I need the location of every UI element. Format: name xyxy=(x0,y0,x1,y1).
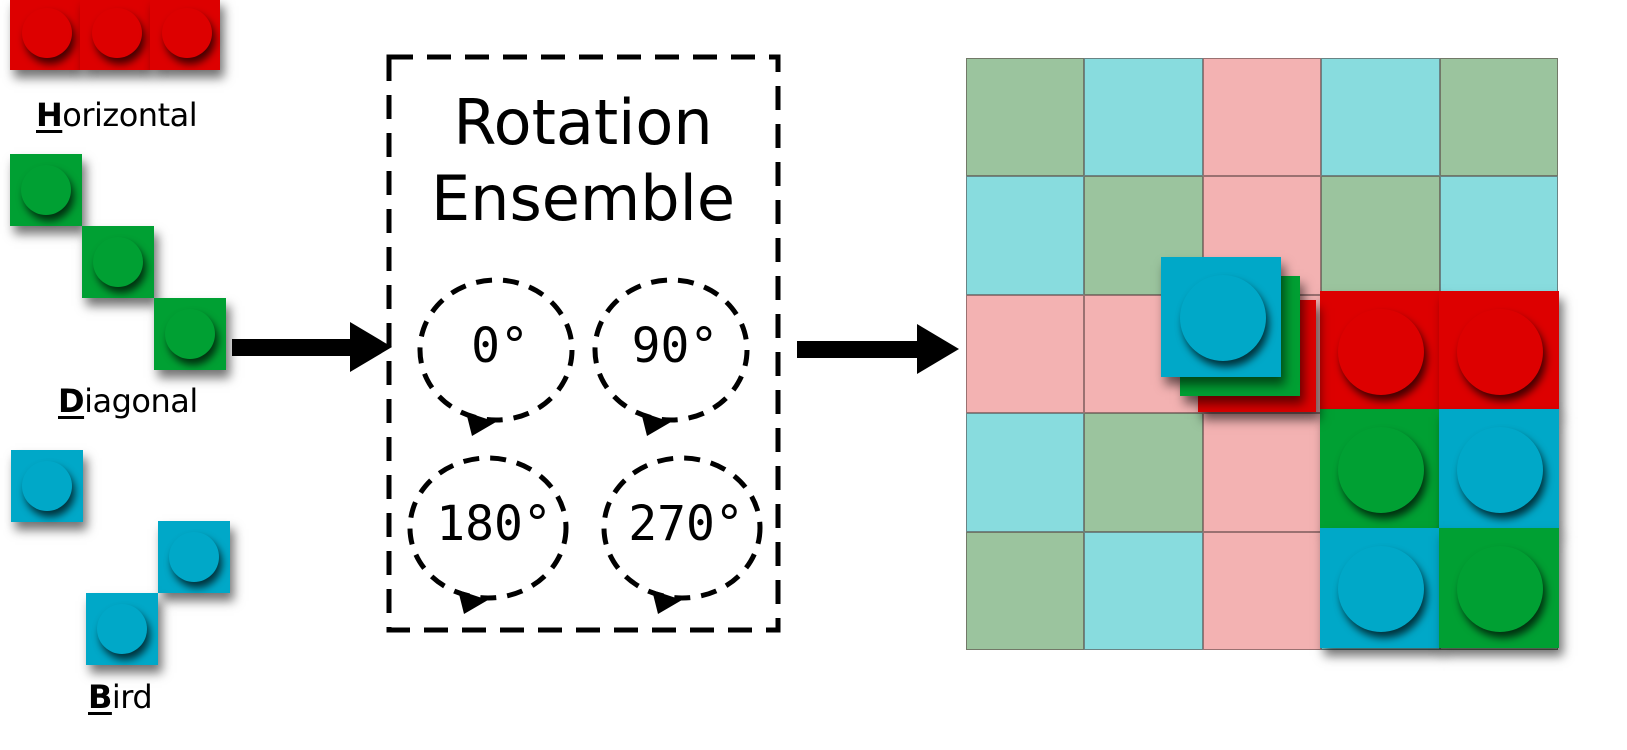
stud-icon xyxy=(21,165,71,215)
label-rest: ird xyxy=(111,678,153,716)
board-cell xyxy=(1084,531,1203,650)
board-cell xyxy=(1321,176,1440,295)
ensemble-dashed-box xyxy=(386,54,781,633)
diagonal-block-3 xyxy=(154,298,226,370)
placed-red-block xyxy=(1320,290,1441,412)
rotation-label-270: 270° xyxy=(628,496,744,552)
board-cell xyxy=(1084,58,1203,177)
ensemble-title: Rotation Ensemble xyxy=(388,92,778,230)
placed-green-block xyxy=(1438,527,1559,648)
ensemble-title-line1: Rotation xyxy=(453,86,713,159)
placed-green-block xyxy=(1320,409,1441,530)
bird-block-3 xyxy=(86,593,158,665)
arrow-right-icon xyxy=(797,324,959,374)
stud-icon xyxy=(165,309,215,359)
board-cell xyxy=(1202,531,1322,650)
horizontal-label: Horizontal xyxy=(36,96,198,134)
stud-icon xyxy=(22,8,72,58)
label-initial: D xyxy=(58,382,85,420)
stud-icon xyxy=(97,604,147,654)
board-cell xyxy=(966,58,1085,177)
stud-icon xyxy=(1338,308,1425,395)
board-cell xyxy=(1202,58,1322,177)
rotation-circle-90-icon xyxy=(592,277,750,436)
diagonal-label: Diagonal xyxy=(58,382,198,420)
label-rest: iagonal xyxy=(84,382,198,420)
rotation-label-180: 180° xyxy=(436,496,552,552)
board-cell xyxy=(1321,58,1440,177)
horizontal-block-2 xyxy=(80,0,150,70)
diagonal-block-2 xyxy=(82,226,154,298)
board-cell xyxy=(1439,176,1558,295)
placed-red-block xyxy=(1438,290,1559,412)
rotation-label-0: 0° xyxy=(471,318,529,374)
bird-label: Bird xyxy=(88,678,153,716)
board-cell xyxy=(1439,58,1558,177)
board-cell xyxy=(1202,413,1322,532)
rotation-circle-180-icon xyxy=(407,455,569,614)
rotation-label-90: 90° xyxy=(631,318,719,374)
ensemble-title-line2: Ensemble xyxy=(430,162,736,235)
stud-icon xyxy=(1456,308,1543,395)
stud-icon xyxy=(1338,545,1425,632)
bird-block-2 xyxy=(158,521,230,593)
placed-cyan-block xyxy=(1438,409,1559,530)
stud-icon xyxy=(162,8,212,58)
label-initial: B xyxy=(88,678,112,716)
placed-cyan-block xyxy=(1320,527,1441,648)
stud-icon xyxy=(92,8,142,58)
label-initial: H xyxy=(36,96,63,134)
horizontal-block-1 xyxy=(10,0,80,70)
stud-icon xyxy=(22,461,72,511)
horizontal-block-3 xyxy=(150,0,220,70)
bird-block-1 xyxy=(11,450,83,522)
stud-icon xyxy=(169,532,219,582)
board-cell xyxy=(1084,413,1203,532)
rotation-circle-270-icon xyxy=(601,455,763,614)
board-cell xyxy=(966,531,1085,650)
board-cell xyxy=(966,294,1085,414)
stud-icon xyxy=(93,237,143,287)
stud-icon xyxy=(1338,427,1425,514)
rotation-circle-0-icon xyxy=(417,277,575,436)
label-rest: orizontal xyxy=(62,96,198,134)
diagonal-block-1 xyxy=(10,154,82,226)
arrow-right-icon xyxy=(232,322,392,372)
stud-icon xyxy=(1456,427,1543,514)
board-cell xyxy=(966,176,1085,295)
board-cell xyxy=(966,413,1085,532)
candidate-cyan-block xyxy=(1161,257,1281,377)
stud-icon xyxy=(1180,275,1266,361)
stud-icon xyxy=(1456,545,1543,632)
